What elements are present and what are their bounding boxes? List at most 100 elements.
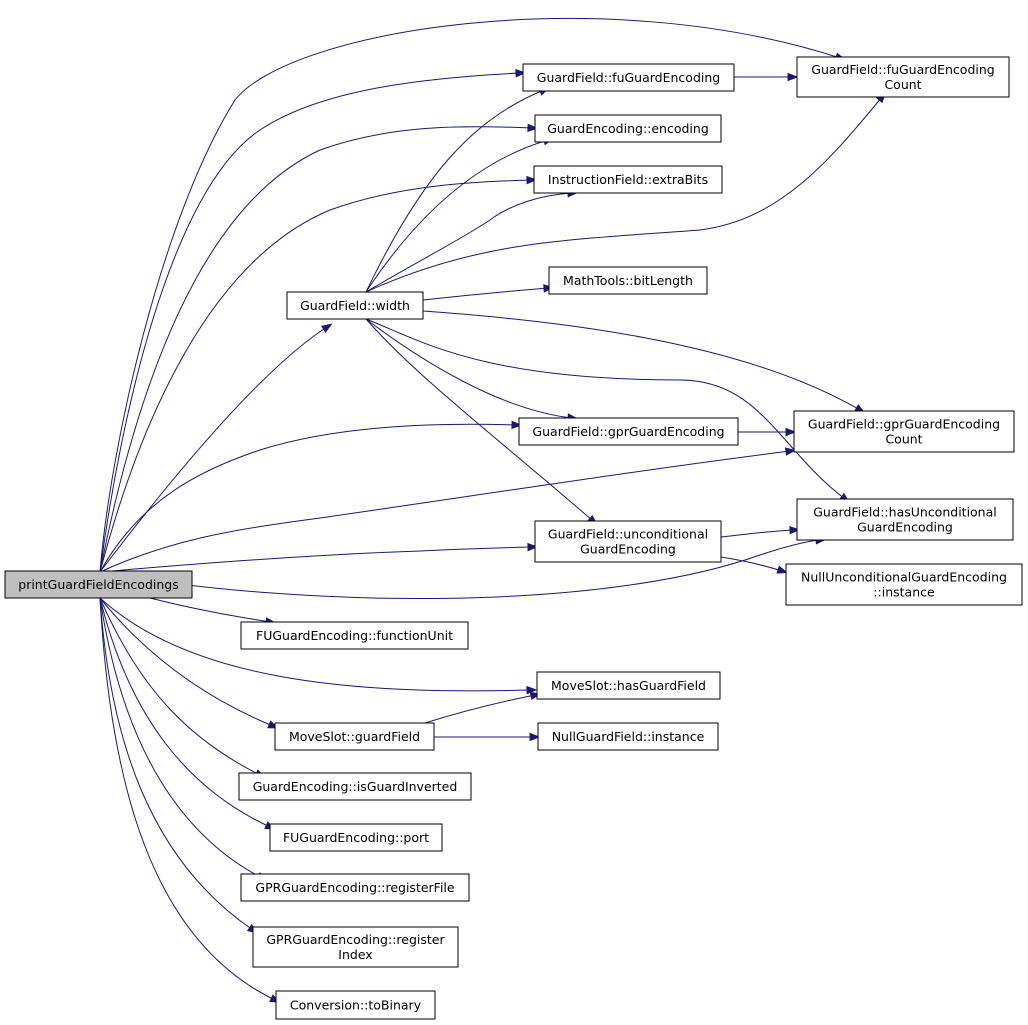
node-functionUnit[interactable]: FUGuardEncoding::functionUnit [240, 621, 469, 650]
node-width[interactable]: GuardField::width [286, 291, 424, 320]
edge-line [99, 546, 533, 573]
node-label: GuardEncoding [857, 520, 953, 535]
node-label: NullUnconditionalGuardEncoding [801, 570, 1007, 585]
edge-arrowhead [785, 427, 797, 437]
node-nullGuardField[interactable]: NullGuardField::instance [537, 722, 719, 751]
edge-root-to-guardField [99, 597, 279, 729]
edge-line [720, 556, 783, 572]
node-box [796, 56, 1010, 98]
node-hasUnconditional[interactable]: GuardField::hasUnconditionalGuardEncodin… [796, 498, 1014, 541]
edge-arrowhead [526, 685, 538, 695]
edge-root-to-extraBits [99, 175, 538, 573]
node-box [275, 990, 436, 1020]
edge-unconditional-to-nullUnconditional [720, 556, 789, 574]
node-label: printGuardFieldEncodings [18, 577, 178, 592]
node-guardField[interactable]: MoveSlot::guardField [274, 722, 435, 751]
node-label: GuardField::gprGuardEncoding [532, 424, 724, 439]
edge-guardField-to-nullGuardField [434, 732, 541, 742]
edge-line [99, 72, 521, 573]
edge-line [99, 597, 274, 727]
node-box [785, 563, 1023, 606]
node-root[interactable]: printGuardFieldEncodings [4, 570, 193, 599]
edge-width-to-fuGuardEncoding [365, 87, 550, 293]
edge-line [99, 326, 328, 573]
edge-guardField-to-hasGuardField [424, 691, 542, 724]
edge-line [99, 597, 254, 931]
edge-width-to-hasUnconditional [365, 318, 851, 503]
edge-line [365, 139, 549, 293]
node-label: GuardField::width [300, 298, 410, 313]
edge-root-to-width [99, 323, 333, 573]
node-box [269, 823, 443, 852]
node-label: GuardField::unconditional [548, 527, 708, 542]
edge-arrowhead [776, 565, 789, 574]
node-bitLength[interactable]: MathTools::bitLength [548, 266, 708, 295]
edge-line [365, 318, 846, 500]
edge-arrowhead [526, 175, 538, 185]
edge-root-to-gprGuardEncoding [99, 420, 523, 573]
node-label: GuardField::gprGuardEncoding [808, 417, 1000, 432]
edge-line [422, 287, 549, 301]
edge-line [99, 597, 276, 1001]
edge-line [149, 597, 271, 623]
node-box [537, 722, 719, 751]
edge-width-to-bitLength [422, 284, 555, 301]
node-fuGuardEncoding[interactable]: GuardField::fuGuardEncoding [522, 63, 735, 92]
nodes-layer: printGuardFieldEncodings GuardField::fuGu… [4, 56, 1023, 1020]
node-label: MathTools::bitLength [563, 273, 693, 288]
node-box [548, 266, 708, 295]
node-hasGuardField[interactable]: MoveSlot::hasGuardField [536, 671, 721, 700]
edge-line [720, 529, 795, 538]
node-label: MoveSlot::guardField [289, 729, 420, 744]
node-label: GuardField::hasUnconditional [813, 505, 997, 520]
edge-line [99, 450, 791, 573]
node-label: FUGuardEncoding::functionUnit [256, 628, 453, 643]
node-label: GuardField::fuGuardEncoding [537, 70, 720, 85]
edge-root-to-gprGuardEncodingCount [99, 447, 797, 573]
edge-width-to-extraBits [365, 189, 579, 293]
edge-fuGuardEncoding-to-fuGuardEncodingCount [733, 72, 799, 82]
node-label: GPRGuardEncoding::register [266, 932, 445, 947]
edge-line [99, 597, 532, 692]
node-isGuardInverted[interactable]: GuardEncoding::isGuardInverted [238, 772, 472, 801]
edge-arrowhead [320, 323, 333, 333]
node-label: Index [338, 947, 372, 962]
node-box [4, 570, 193, 599]
node-port[interactable]: FUGuardEncoding::port [269, 823, 443, 852]
node-gprGuardEncoding[interactable]: GuardField::gprGuardEncoding [518, 417, 739, 446]
edge-arrowhead [527, 542, 539, 552]
node-box [793, 410, 1015, 453]
node-label: MoveSlot::hasGuardField [551, 678, 706, 693]
edge-line [424, 694, 536, 724]
edge-line [99, 18, 841, 573]
edge-arrowhead [511, 420, 523, 430]
edge-arrowhead [515, 68, 527, 78]
edge-line [99, 126, 533, 573]
edge-line [365, 318, 573, 419]
node-label: NullGuardField::instance [552, 729, 705, 744]
node-extraBits[interactable]: InstructionField::extraBits [533, 165, 723, 194]
node-box [536, 671, 721, 700]
node-registerFile[interactable]: GPRGuardEncoding::registerFile [240, 873, 470, 902]
node-label: ::instance [873, 585, 935, 600]
node-box [240, 621, 469, 650]
edge-line [99, 179, 532, 573]
node-box [796, 498, 1014, 541]
edge-root-to-fuGuardEncoding [99, 68, 527, 573]
node-label: GuardEncoding::encoding [547, 121, 709, 136]
node-toBinary[interactable]: Conversion::toBinary [275, 990, 436, 1020]
node-label: FUGuardEncoding::port [283, 830, 429, 845]
edge-line [365, 192, 573, 293]
edge-root-to-functionUnit [149, 597, 277, 626]
node-encoding[interactable]: GuardEncoding::encoding [534, 114, 722, 143]
edge-arrowhead [787, 72, 799, 82]
edge-line [99, 423, 517, 573]
edge-line [99, 597, 261, 776]
node-nullUnconditional[interactable]: NullUnconditionalGuardEncoding::instance [785, 563, 1023, 606]
node-box [240, 873, 470, 902]
